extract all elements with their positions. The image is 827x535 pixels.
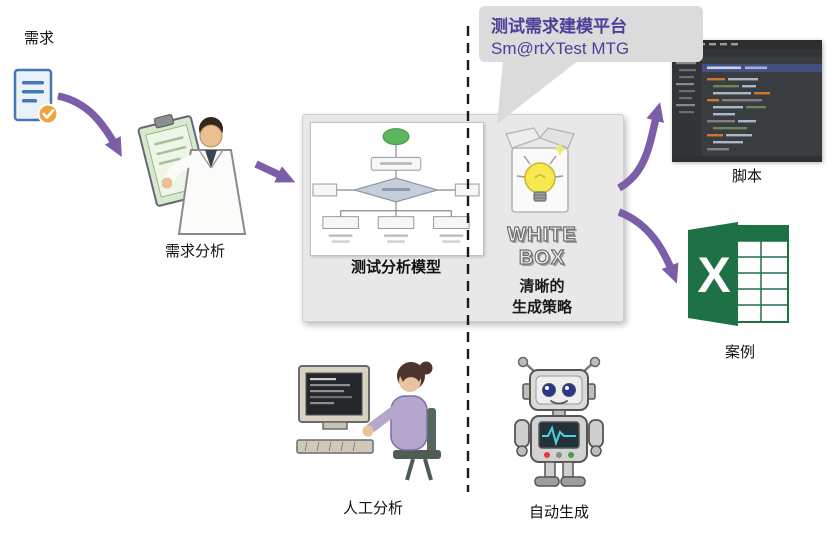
- test-analysis-model-panel: [310, 122, 484, 256]
- robot-icon: [503, 356, 615, 488]
- speech-bubble: 测试需求建模平台 Sm@rtXTest MTG: [479, 6, 703, 62]
- document-check-icon: [13, 68, 59, 125]
- flowchart-graphic: [312, 128, 480, 243]
- excel-x-letter: X: [697, 247, 730, 303]
- excel-icon: X: [688, 220, 793, 330]
- white-box-text: WHITE BOX: [496, 223, 588, 270]
- manual-analysis-label: 人工分析: [342, 500, 403, 517]
- generation-strategy-label: 清晰的 生成策略: [511, 278, 572, 316]
- white-box-line2: BOX: [518, 246, 566, 269]
- requirement-document-icon: [13, 68, 59, 126]
- speech-bubble-tail: [497, 60, 579, 124]
- test-analysis-model-label: 测试分析模型: [350, 259, 441, 276]
- platform-subtitle: Sm@rtXTest MTG: [491, 39, 630, 58]
- script-label: 脚本: [731, 168, 762, 185]
- platform-title: 测试需求建模平台: [491, 17, 627, 36]
- analyst-person-icon: [133, 106, 253, 238]
- auto-generation-label: 自动生成: [528, 504, 589, 521]
- arrow-analyst-to-box: [254, 160, 296, 183]
- arrow-doc-to-analyst: [57, 92, 122, 158]
- manual-analysis-icon: [293, 352, 453, 484]
- case-label: 案例: [724, 344, 755, 361]
- arrow-box-to-case: [617, 208, 679, 284]
- light-bulb-icon: [504, 126, 576, 221]
- requirement-label: 需求: [23, 30, 54, 47]
- arrow-box-to-script: [617, 102, 664, 192]
- requirement-analysis-label: 需求分析: [164, 243, 225, 260]
- white-box-line1: WHITE: [507, 223, 577, 246]
